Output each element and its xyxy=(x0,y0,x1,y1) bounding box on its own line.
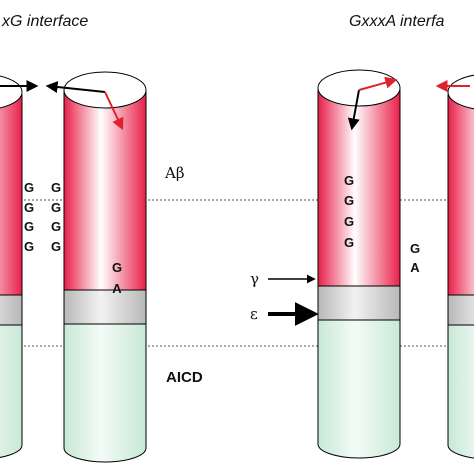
helix-2-black-arrow xyxy=(45,81,106,93)
residue-helix3-2: G xyxy=(344,193,354,208)
residue-col1-4: G xyxy=(24,239,34,254)
residue-col2-2: G xyxy=(51,200,61,215)
residue-col2-1: G xyxy=(51,180,61,195)
residue-col1-2: G xyxy=(24,200,34,215)
gamma-label: γ xyxy=(250,270,259,288)
residue-helix3-1: G xyxy=(344,173,354,188)
helix-3-red-arrow xyxy=(358,76,398,91)
helix-3 xyxy=(317,69,401,459)
abeta-label: Aβ xyxy=(164,164,185,182)
residue-col1-3: G xyxy=(24,219,34,234)
residue-col2-3: G xyxy=(51,219,61,234)
residue-helix4-2: A xyxy=(410,260,420,275)
residue-helix4-1: G xyxy=(410,241,420,256)
aicd-label: AICD xyxy=(166,369,203,386)
epsilon-label: ε xyxy=(250,305,258,323)
helix-2-red-arrow xyxy=(104,91,124,131)
residue-helix3-3: G xyxy=(344,214,354,229)
residue-helix2-1: G xyxy=(112,260,122,275)
helix-4 xyxy=(447,74,474,459)
helix-2 xyxy=(63,71,147,463)
left-interface-title: xG interface xyxy=(1,13,88,30)
residue-helix2-2: A xyxy=(112,281,122,296)
residue-col1-1: G xyxy=(24,180,34,195)
helix-1 xyxy=(0,75,23,458)
helix-3-black-arrow xyxy=(347,89,360,131)
residue-helix3-4: G xyxy=(344,235,354,250)
right-interface-title: GxxxA interfa xyxy=(349,13,445,30)
residue-col2-4: G xyxy=(51,239,61,254)
